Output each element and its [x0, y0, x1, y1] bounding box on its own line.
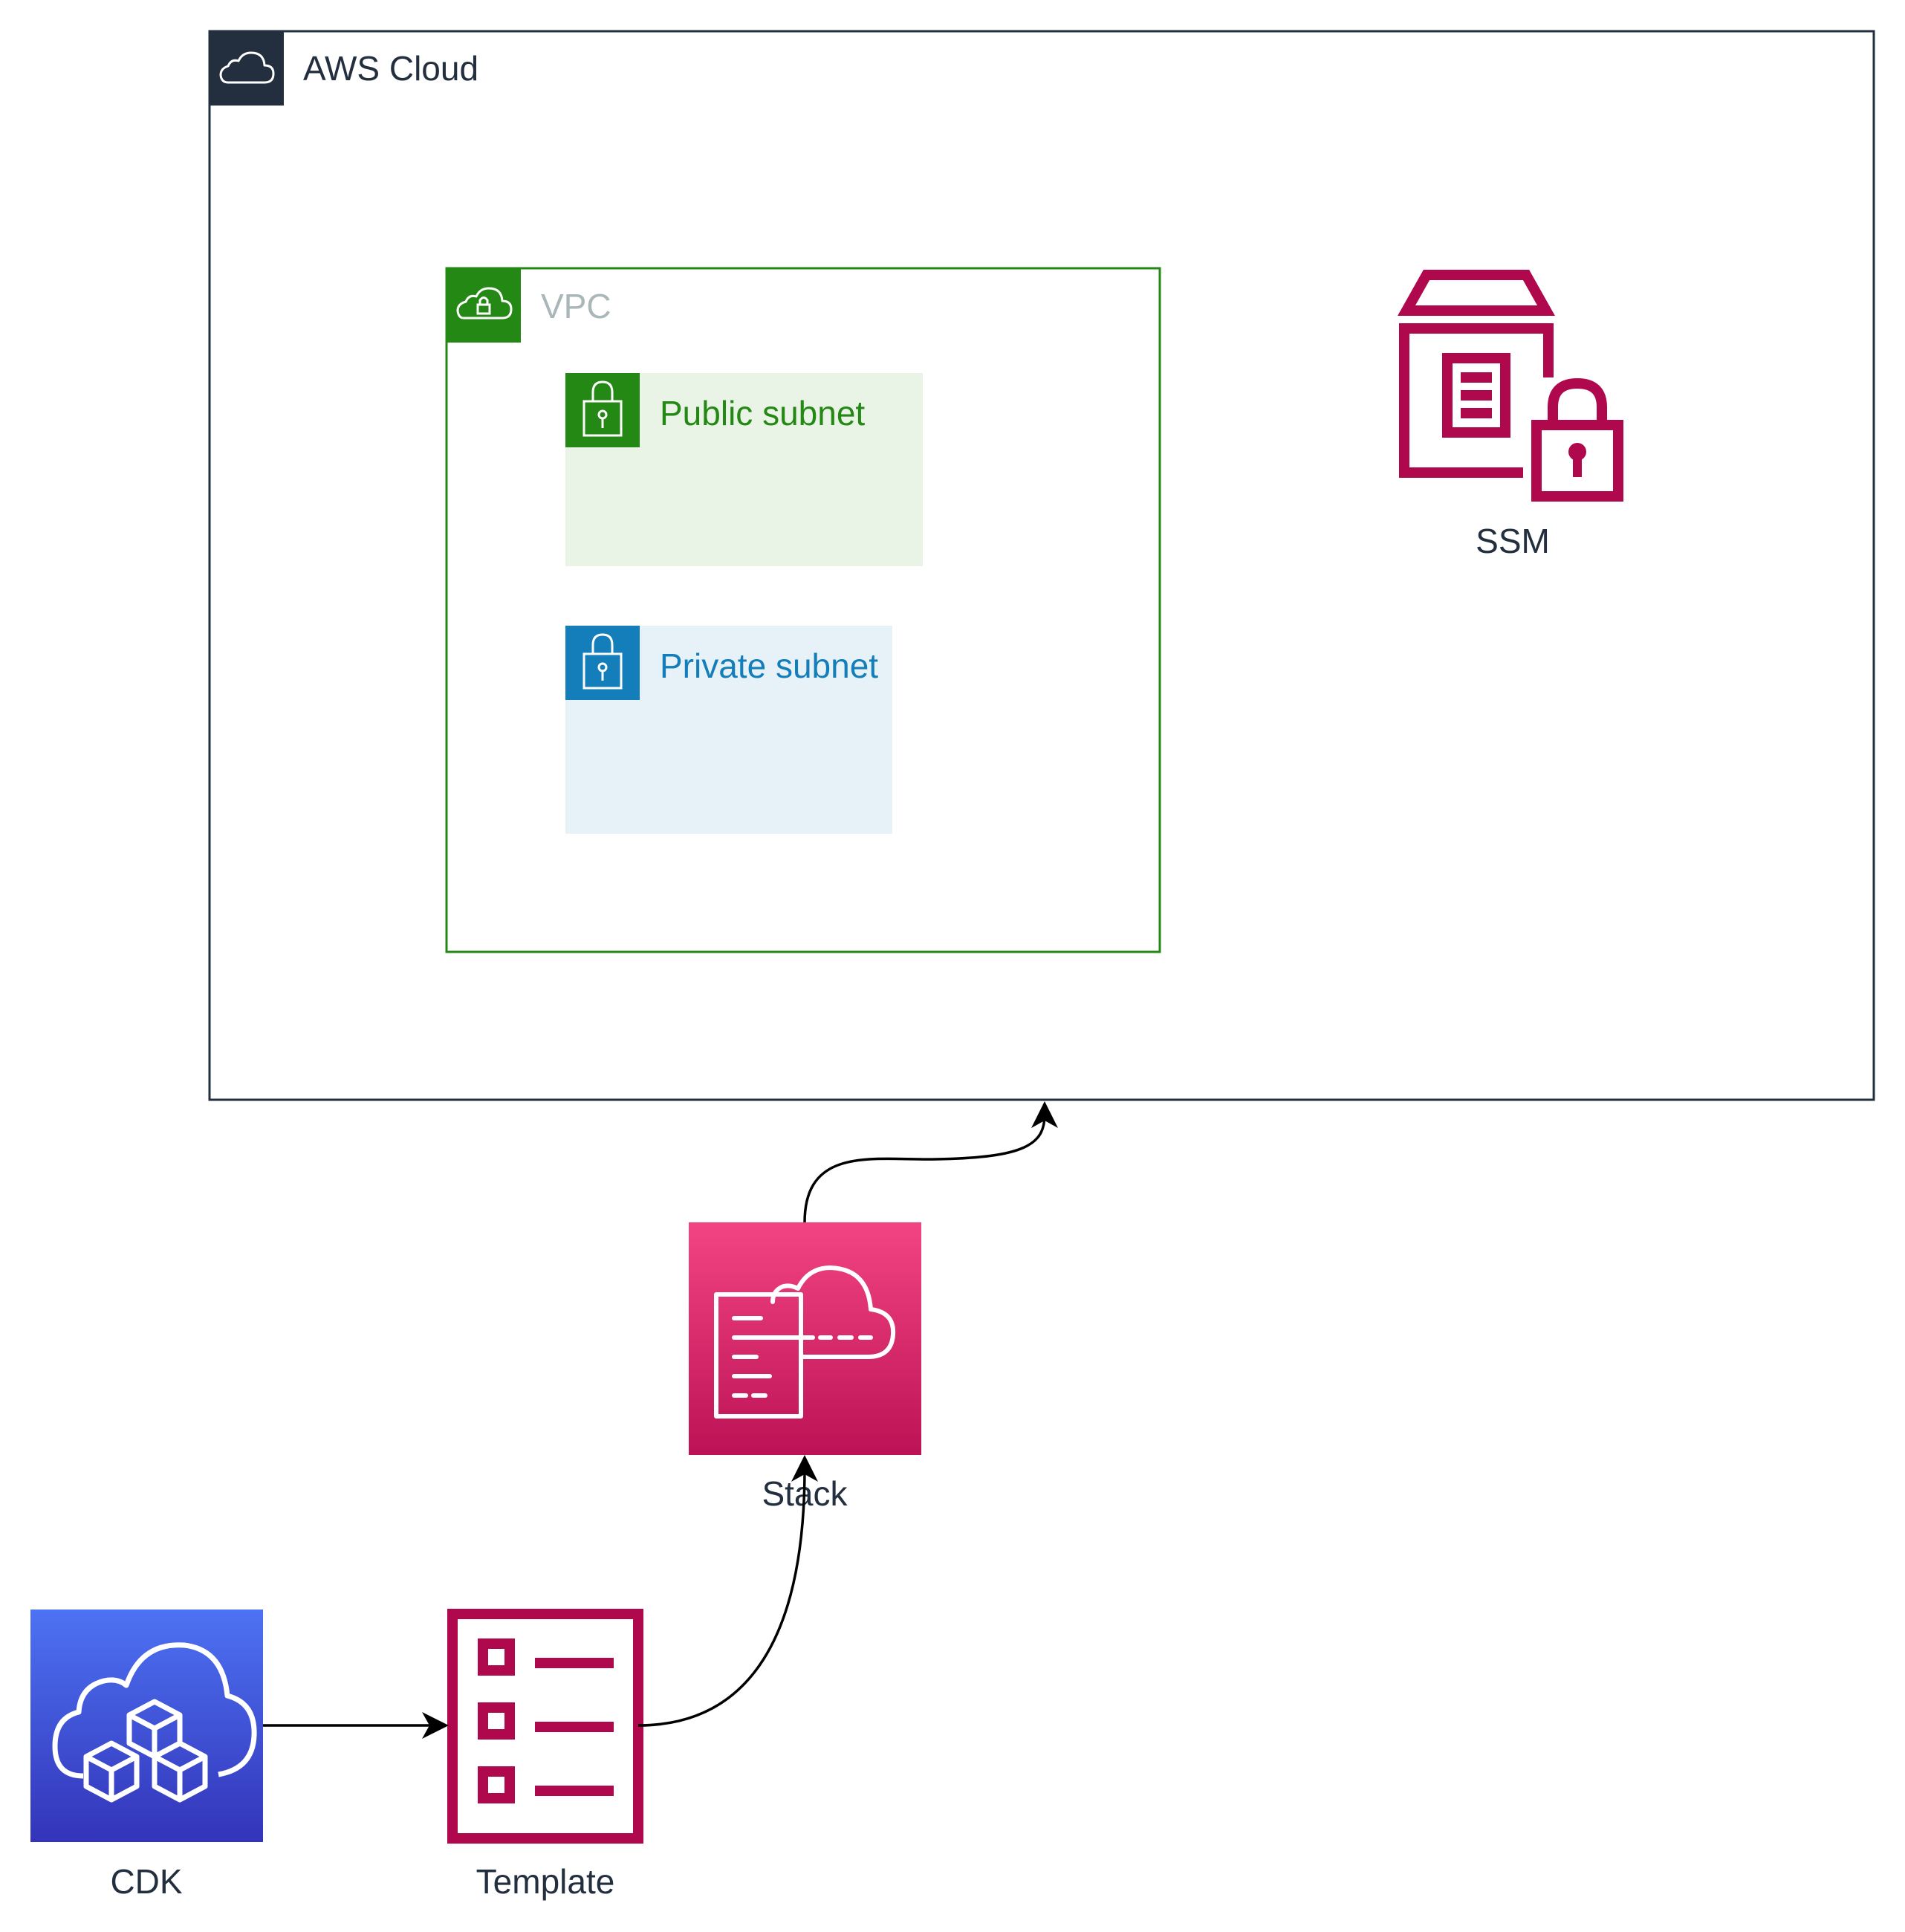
public-subnet-label: Public subnet — [660, 394, 865, 432]
arrowhead-stack — [791, 1455, 818, 1482]
private-subnet-label: Private subnet — [660, 646, 878, 685]
cdk-cube-top-edge — [128, 1712, 181, 1757]
lock-shackle-icon — [591, 633, 614, 654]
stack-cloud — [770, 1265, 896, 1359]
edge-stack-to-aws-cloud[interactable] — [803, 1114, 1046, 1223]
lock-shackle-icon — [591, 380, 614, 401]
vpc-lock-icon — [476, 303, 491, 315]
template-checklist-icon — [447, 1609, 643, 1844]
public-subnet-group[interactable]: Public subnet — [565, 373, 923, 566]
template-label: Template — [476, 1862, 615, 1901]
cloudformation-stack-icon — [714, 1265, 896, 1419]
checkbox-2 — [478, 1702, 515, 1740]
aws-cloud-border — [208, 30, 1875, 1101]
ssm-node[interactable]: SSM — [1398, 270, 1623, 560]
arrowhead-template — [422, 1712, 449, 1739]
cdk-label: CDK — [110, 1862, 182, 1901]
edge-template-to-stack[interactable] — [637, 1468, 806, 1727]
ssm-label: SSM — [1476, 522, 1550, 560]
lock-icon — [582, 652, 623, 690]
cdk-cube-left-edge — [85, 1754, 138, 1800]
cdk-icon — [52, 1642, 257, 1803]
checkbox-3 — [478, 1766, 515, 1803]
vpc-group[interactable]: VPC — [445, 267, 1161, 953]
stack-node[interactable]: Stack — [689, 1222, 921, 1513]
checkbox-1 — [478, 1638, 515, 1676]
vpc-cloud-icon — [456, 287, 513, 320]
cdk-node[interactable]: CDK — [30, 1610, 263, 1901]
aws-cloud-group[interactable]: AWS Cloud — [208, 30, 1875, 1101]
cloud-icon — [219, 51, 275, 84]
cdk-cube-right-edge — [153, 1754, 207, 1800]
template-node[interactable]: Template — [447, 1609, 643, 1901]
cdk-cloud — [52, 1642, 257, 1779]
vpc-lock-shackle — [478, 296, 489, 305]
ssm-document — [1442, 353, 1510, 438]
vpc-label: VPC — [541, 287, 611, 325]
ssm-keyhole-stem — [1573, 452, 1582, 477]
ssm-roof — [1398, 270, 1555, 316]
ssm-box — [1399, 323, 1554, 478]
lock-icon — [582, 400, 623, 437]
arrowhead-aws-cloud — [1031, 1101, 1058, 1128]
vpc-border — [445, 267, 1161, 953]
ssm-parameter-store-icon — [1398, 270, 1623, 502]
ssm-lock-shackle — [1548, 377, 1607, 425]
arrowheads — [422, 1101, 1058, 1739]
ssm-lock-body — [1531, 420, 1623, 502]
aws-cloud-label: AWS Cloud — [303, 49, 478, 88]
connectors — [263, 1114, 1046, 1727]
private-subnet-group[interactable]: Private subnet — [565, 626, 892, 834]
